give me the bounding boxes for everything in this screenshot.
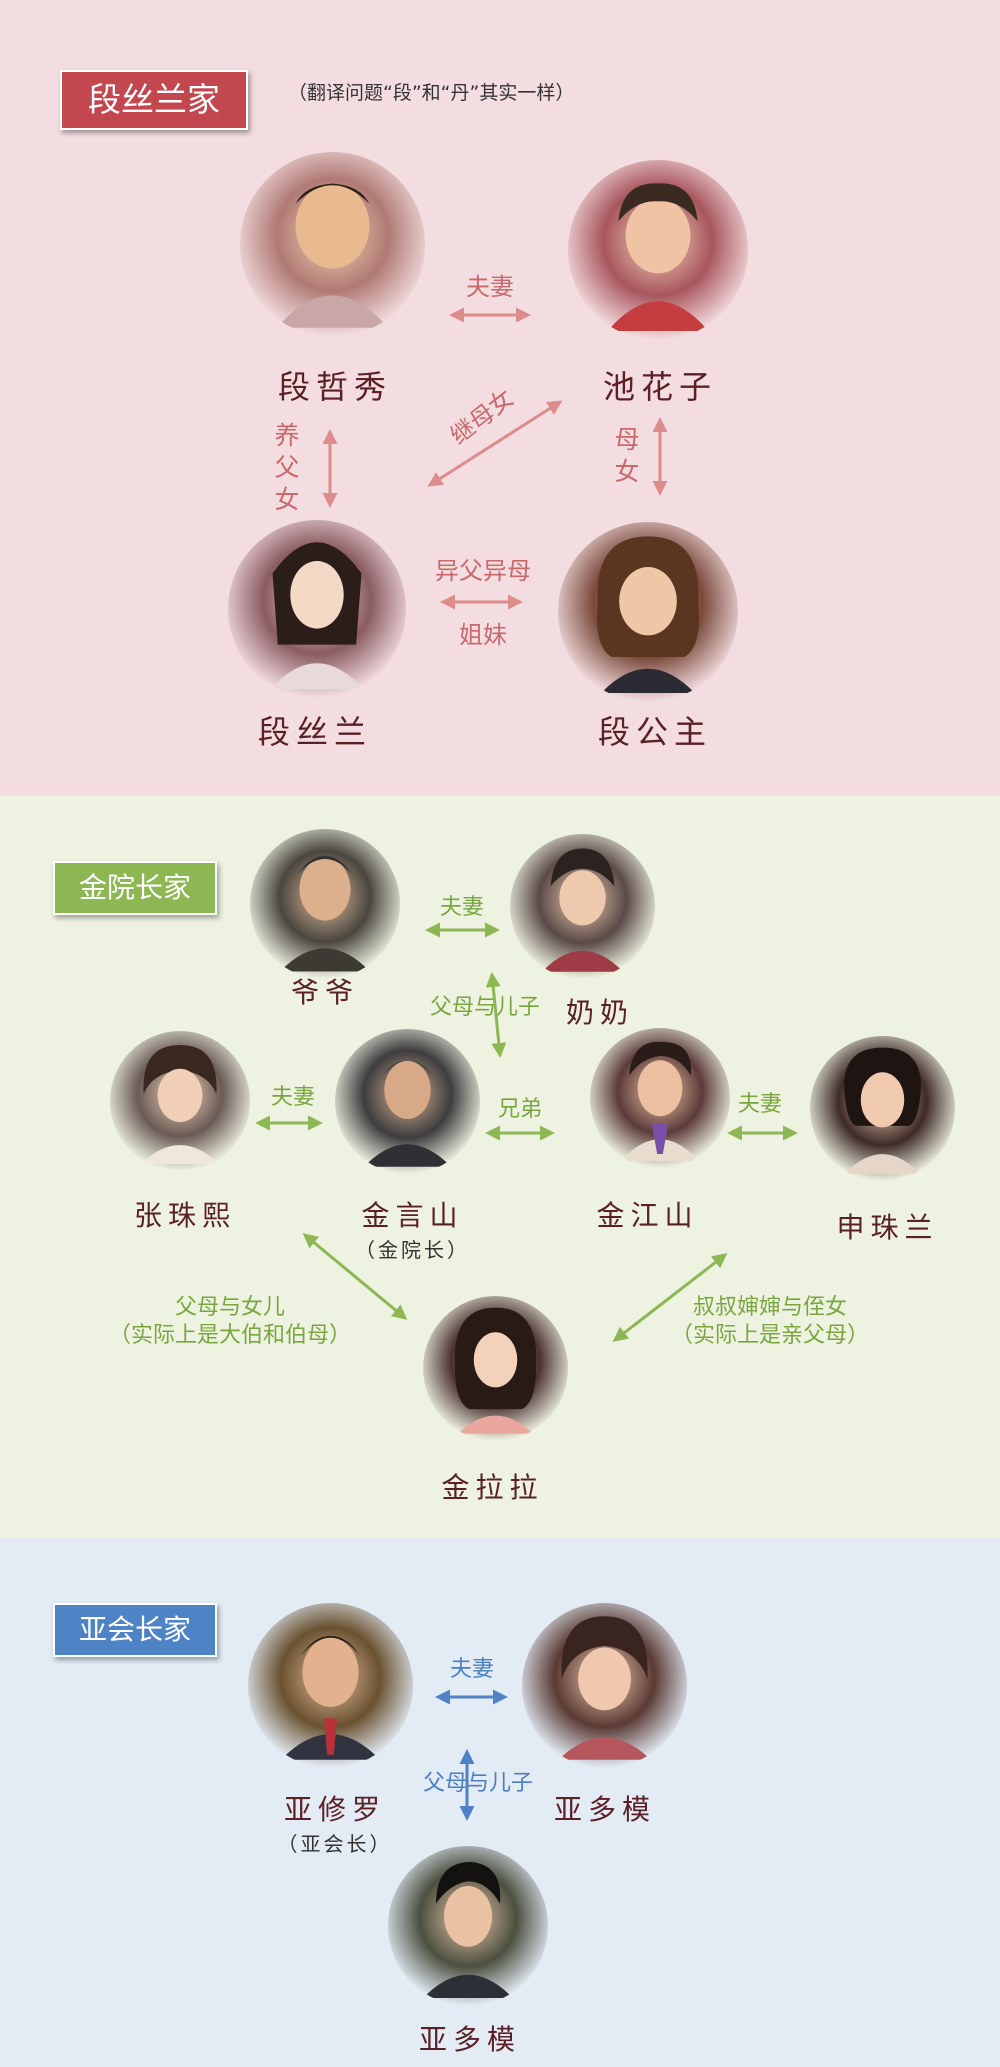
name-ya-duomo-son: 亚多模 (418, 2023, 521, 2056)
name-jin-yanshan: 金言山 (361, 1199, 464, 1232)
avatar-chi-huazi (568, 160, 748, 340)
rel-couple: 夫妻 (466, 273, 514, 301)
name-duan-gongzhu: 段公主 (597, 713, 712, 751)
rel-stepsisters-bottom: 姐妹 (459, 621, 507, 649)
avatar-zhang-zhuxi (110, 1031, 250, 1171)
rel-parents-son-jin: 父母与儿子 (429, 995, 540, 1020)
family-section-jin: 金院长家 爷爷 奶奶 张珠熙 金言山 （金院长） 金江山 申珠兰 金拉拉 夫妻 … (0, 796, 1000, 1538)
avatar-grandpa (250, 829, 400, 979)
name-jin-lala: 金拉拉 (441, 1471, 544, 1504)
name-grandma: 奶奶 (565, 996, 634, 1029)
rel-mother-daughter: 母女 (614, 425, 640, 486)
subname-jin-director: （金院长） (355, 1238, 470, 1262)
avatar-jin-lala (423, 1296, 568, 1441)
name-duan-zhexiu: 段哲秀 (277, 368, 392, 406)
rel-adoptive-father-daughter: 养父女 (274, 421, 300, 514)
rel-couple-ya: 夫妻 (449, 1657, 494, 1682)
rel-stepsisters-top: 异父异母 (435, 557, 531, 585)
name-ya-duomo-mother: 亚多模 (553, 1793, 656, 1826)
family-title-jin: 金院长家 (53, 861, 217, 915)
avatar-ya-duomo-son (388, 1846, 548, 2006)
avatar-ya-duomo-mother (522, 1603, 687, 1768)
name-shen-zhulan: 申珠兰 (836, 1211, 939, 1244)
family-section-ya: 亚会长家 亚修罗 （亚会长） 亚多模 亚多模 夫妻 父母与儿子 (0, 1538, 1000, 2067)
name-jin-jiangshan: 金江山 (596, 1199, 699, 1232)
avatar-ya-xiuluo (248, 1603, 413, 1768)
avatar-jin-jiangshan (590, 1028, 730, 1168)
name-chi-huazi: 池花子 (602, 368, 717, 406)
rel-couple-zhang-jin: 夫妻 (270, 1085, 315, 1110)
family-title-ya: 亚会长家 (53, 1603, 217, 1657)
rel-parents-daughter: 父母与女儿（实际上是大伯和伯母） (108, 1295, 351, 1348)
avatar-duan-gongzhu (558, 522, 738, 702)
rel-uncle-niece: 叔叔婶婶与侄女（实际上是亲父母） (670, 1295, 869, 1348)
avatar-jin-yanshan (335, 1029, 480, 1174)
rel-parents-son-ya: 父母与儿子 (422, 1771, 533, 1796)
subname-ya-chairman: （亚会长） (277, 1832, 393, 1856)
avatar-duan-zhexiu (240, 152, 425, 337)
name-zhang-zhuxi: 张珠熙 (133, 1199, 236, 1232)
avatar-shen-zhulan (810, 1036, 955, 1181)
rel-grandparents-couple: 夫妻 (439, 895, 484, 920)
avatar-grandma (510, 834, 655, 979)
name-grandpa: 爷爷 (290, 976, 359, 1009)
translation-note: （翻译问题“段”和“丹”其实一样） (288, 82, 575, 104)
rel-couple-jiang-shen: 夫妻 (737, 1092, 782, 1117)
avatar-duan-silan (228, 520, 406, 698)
family-title-duan: 段丝兰家 (60, 70, 248, 130)
rel-brothers: 兄弟 (497, 1097, 542, 1122)
name-ya-xiuluo: 亚修罗 (283, 1793, 386, 1826)
family-section-duan: 段丝兰家 （翻译问题“段”和“丹”其实一样） 段哲秀 池花子 段丝兰 段公主 夫… (0, 0, 1000, 796)
rel-stepmother-daughter: 继母女 (445, 383, 519, 451)
name-duan-silan: 段丝兰 (257, 713, 372, 751)
